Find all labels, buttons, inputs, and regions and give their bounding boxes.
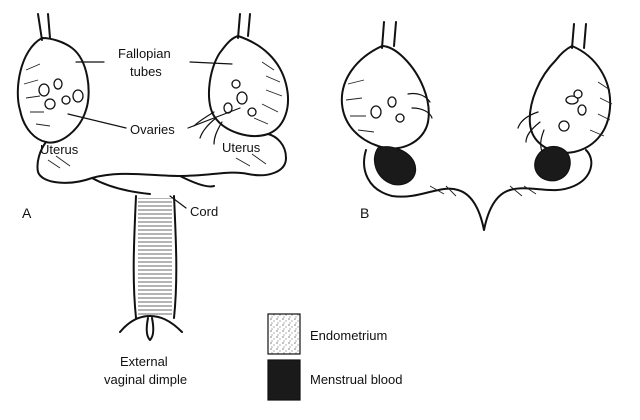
label-vaginal-line1: External (120, 354, 168, 369)
ovary-egg (565, 95, 579, 105)
legend-label-endometrium: Endometrium (310, 328, 387, 343)
ovary-egg (577, 104, 587, 116)
ovary-egg (370, 105, 382, 119)
label-cord: Cord (190, 204, 218, 219)
ovary-egg (573, 89, 583, 99)
ovary-egg (387, 96, 397, 108)
panel-b-drawing (340, 21, 613, 231)
ovary-egg (72, 89, 84, 103)
ovary-egg (558, 120, 570, 132)
label-ovaries: Ovaries (130, 122, 175, 137)
label-fallopian-line2: tubes (130, 64, 162, 79)
panel-a-leaders (67, 61, 241, 209)
ovary-egg (395, 113, 405, 123)
legend-swatch-menstrual-blood (267, 359, 301, 401)
legend-swatch-endometrium (267, 313, 301, 355)
ovary-egg (236, 91, 248, 105)
panel-label-a: A (22, 205, 32, 221)
label-vaginal-line2: vaginal dimple (104, 372, 187, 387)
menstrual-blood-right (534, 145, 571, 182)
label-uterus-left: Uterus (40, 142, 79, 157)
ovary-egg (38, 83, 50, 97)
label-uterus-right: Uterus (222, 140, 261, 155)
legend-label-menstrual-blood: Menstrual blood (310, 372, 403, 387)
ovary-egg (247, 107, 257, 117)
vaginal-canal-shading (138, 198, 172, 316)
ovary-egg (44, 98, 56, 110)
ovary-egg (231, 79, 241, 89)
ovary-egg (53, 78, 63, 90)
legend: Endometrium Menstrual blood (267, 313, 403, 401)
panel-label-b: B (360, 205, 369, 221)
ovary-egg (61, 95, 71, 105)
label-fallopian-line1: Fallopian (118, 46, 171, 61)
panel-a-drawing (16, 13, 289, 341)
menstrual-blood-left (373, 146, 417, 186)
